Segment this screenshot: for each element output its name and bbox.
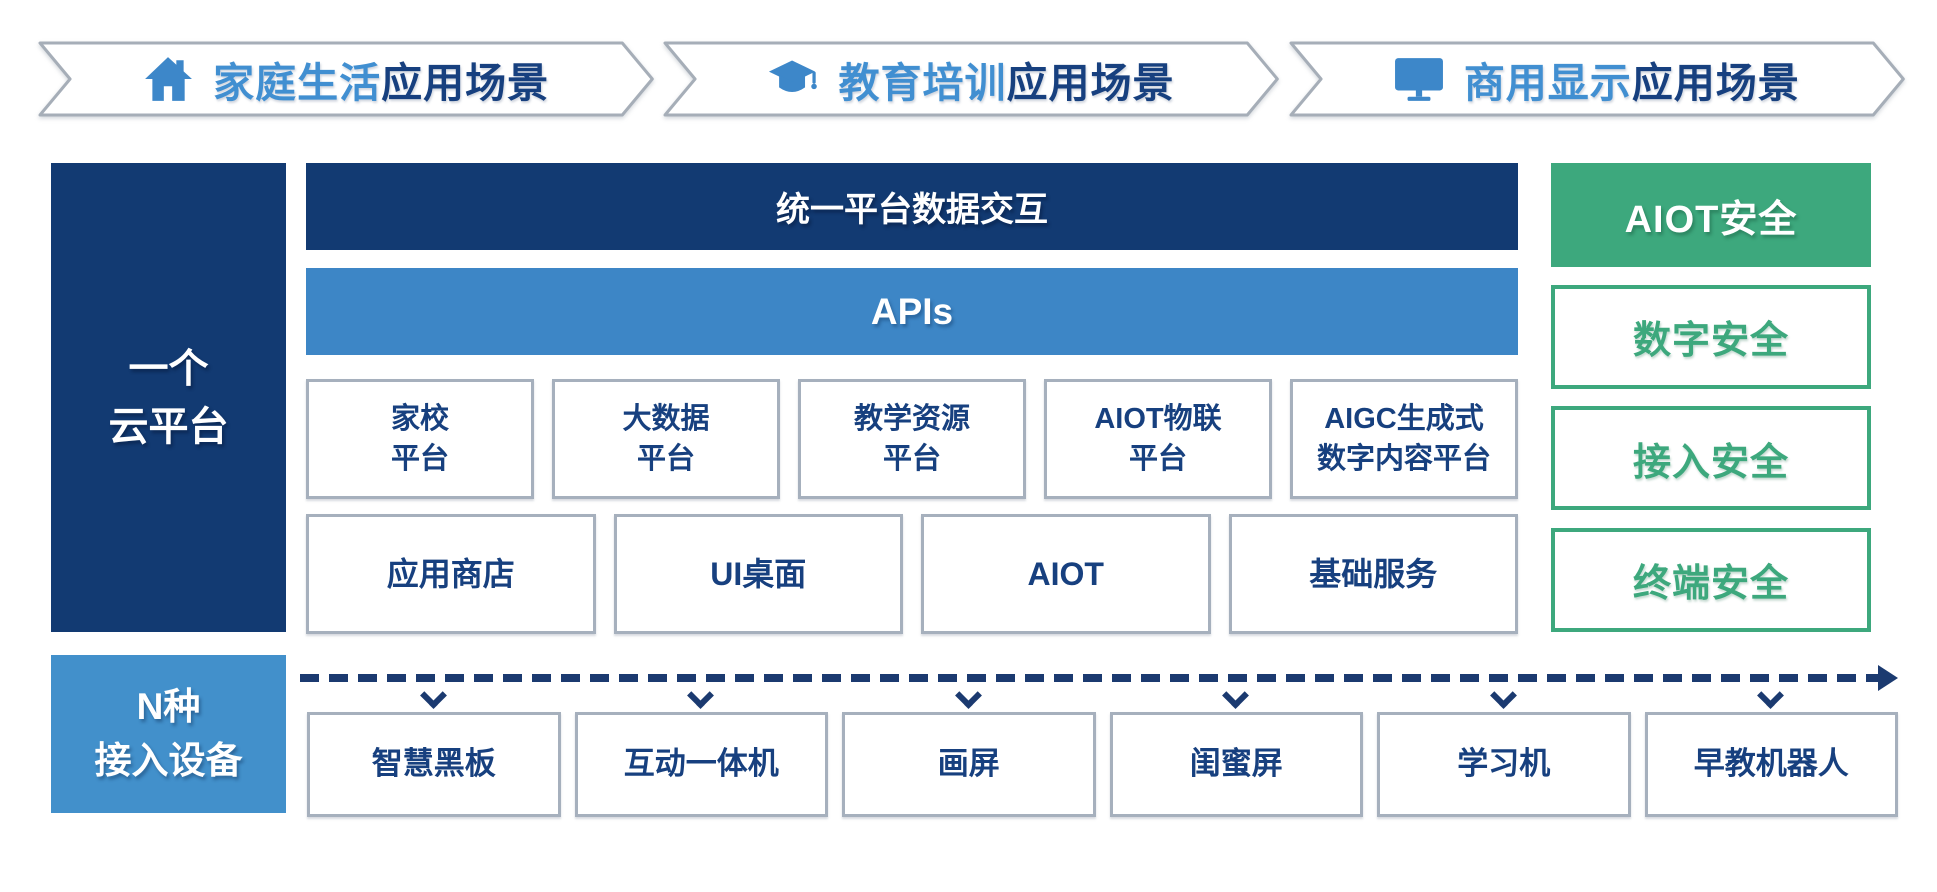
banner-commercial-display: 商用显示应用场景: [1288, 40, 1906, 118]
device-early-education-robot: 早教机器人: [1644, 682, 1898, 817]
platform-grid: 家校 平台 大数据 平台 教学资源 平台 AIOT物联 平台 AIGC生成式 数…: [306, 379, 1518, 499]
service-label: UI桌面: [710, 555, 807, 592]
chevron-banner-shape: [663, 41, 1280, 117]
platform-box-home-school: 家校 平台: [306, 379, 534, 499]
device-label: 早教机器人: [1693, 746, 1849, 782]
chevron-banner-shape: [38, 41, 654, 117]
banner-rest-label: 应用场景: [381, 60, 550, 106]
banner-home-life: 家庭生活应用场景: [37, 40, 655, 118]
unified-data-bar-label: 统一平台数据交互: [776, 191, 1048, 229]
security-box-terminal: 终端安全: [1551, 527, 1871, 632]
platform-label: 家校: [390, 402, 449, 435]
dashed-flow-arrow: [300, 674, 1880, 682]
chevron-down-icon: [1222, 682, 1250, 709]
platform-box-aiot: AIOT物联 平台: [1044, 379, 1272, 499]
security-box-digital: 数字安全: [1551, 284, 1871, 389]
platform-label: AIOT物联: [1094, 402, 1222, 435]
device-label: 闺蜜屏: [1189, 746, 1283, 782]
platform-box-aigc: AIGC生成式 数字内容平台: [1290, 379, 1518, 499]
apis-bar: APIs: [306, 268, 1518, 355]
device-smart-blackboard: 智慧黑板: [307, 682, 561, 817]
platform-label: 平台: [636, 443, 695, 475]
cloud-platform-box: 一个 云平台: [51, 163, 286, 632]
security-label: 终端安全: [1632, 563, 1789, 606]
service-box-basic-services: 基础服务: [1228, 514, 1518, 634]
platform-box-big-data: 大数据 平台: [552, 379, 780, 499]
service-box-ui-desktop: UI桌面: [613, 514, 903, 634]
service-box-aiot: AIOT: [921, 514, 1211, 634]
platform-label: 平台: [390, 443, 449, 475]
cloud-platform-line2: 云平台: [108, 404, 229, 449]
scenario-banners: 家庭生活应用场景 教育培训应用场景: [37, 40, 1906, 118]
device-label: 智慧黑板: [371, 746, 496, 782]
monitor-icon: [1394, 58, 1443, 101]
security-column: AIOT安全 数字安全 接入安全 终端安全: [1551, 163, 1871, 632]
chevron-down-icon: [1757, 682, 1785, 709]
banner-education: 教育培训应用场景: [662, 40, 1280, 118]
banner-rest-label: 应用场景: [1006, 60, 1175, 106]
service-grid: 应用商店 UI桌面 AIOT 基础服务: [306, 514, 1518, 634]
service-label: 基础服务: [1309, 555, 1438, 592]
device-interactive-panel: 互动一体机: [574, 682, 828, 817]
platform-label: 大数据: [622, 402, 710, 435]
home-icon: [145, 57, 193, 101]
access-devices-line2: 接入设备: [94, 740, 243, 781]
security-box-access: 接入安全: [1551, 406, 1871, 511]
device-guimi-screen: 闺蜜屏: [1109, 682, 1363, 817]
platform-label: 数字内容平台: [1316, 443, 1491, 475]
banner-highlight-label: 商用显示: [1463, 60, 1632, 106]
security-label: 数字安全: [1632, 320, 1789, 363]
service-label: AIOT: [1027, 555, 1104, 592]
platform-label: 平台: [1128, 443, 1187, 475]
device-label: 互动一体机: [623, 746, 779, 782]
access-devices-box: N种 接入设备: [51, 655, 286, 813]
access-devices-line1: N种: [136, 686, 201, 728]
chevron-down-icon: [687, 682, 715, 709]
banner-rest-label: 应用场景: [1631, 60, 1800, 106]
dashed-flow-arrowhead: [1878, 665, 1898, 691]
unified-data-bar: 统一平台数据交互: [306, 163, 1518, 250]
service-box-app-store: 应用商店: [306, 514, 596, 634]
cloud-platform-line1: 一个: [128, 346, 209, 391]
platform-stack: 统一平台数据交互 APIs 家校 平台 大数据 平台 教学资源 平台 AIOT物…: [306, 163, 1518, 634]
graduation-cap-icon: [769, 60, 818, 92]
platform-box-teaching-resources: 教学资源 平台: [798, 379, 1026, 499]
chevron-down-icon: [1489, 682, 1517, 709]
service-label: 应用商店: [386, 555, 515, 592]
banner-highlight-label: 家庭生活: [213, 60, 382, 106]
security-label: 接入安全: [1632, 441, 1789, 484]
device-learning-machine: 学习机: [1377, 682, 1631, 817]
chevron-down-icon: [419, 682, 447, 709]
platform-label: AIGC生成式: [1324, 402, 1484, 435]
apis-bar-label: APIs: [870, 290, 954, 332]
platform-label: 教学资源: [853, 402, 970, 435]
security-box-aiot: AIOT安全: [1551, 163, 1871, 267]
security-label: AIOT安全: [1624, 198, 1798, 241]
device-art-screen: 画屏: [842, 682, 1096, 817]
devices-row: 智慧黑板 互动一体机 画屏 闺蜜屏 学习机 早教机器人: [307, 682, 1898, 817]
chevron-down-icon: [954, 682, 982, 709]
device-label: 学习机: [1457, 746, 1551, 782]
device-label: 画屏: [937, 746, 1000, 782]
chevron-banner-shape: [1289, 41, 1905, 117]
platform-label: 平台: [882, 443, 941, 475]
banner-highlight-label: 教育培训: [838, 60, 1007, 106]
